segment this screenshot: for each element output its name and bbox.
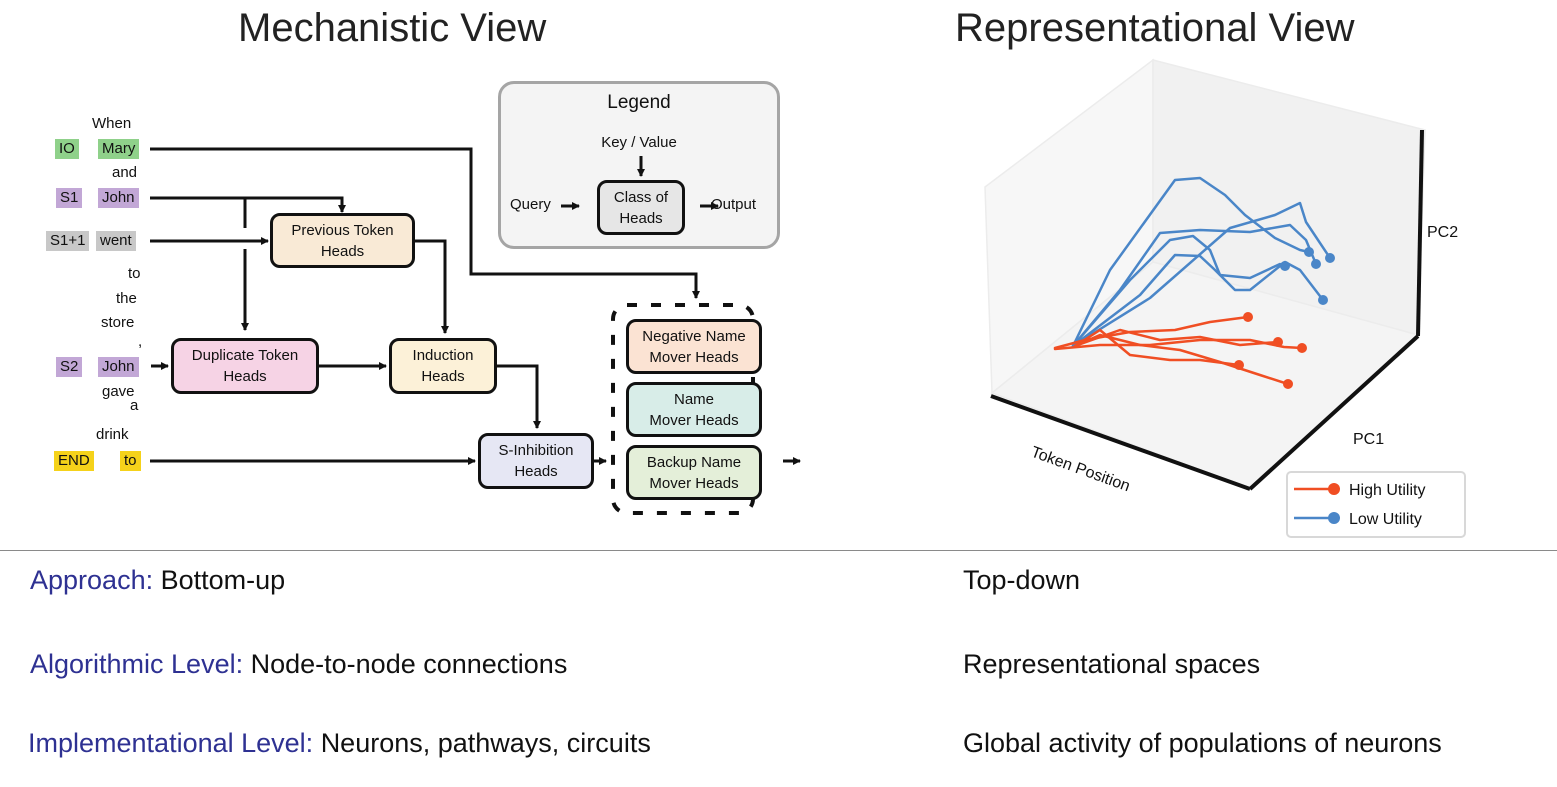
section-divider [0, 550, 1557, 551]
high-utility-trajectory [1073, 328, 1241, 367]
representational-view-title: Representational View [955, 6, 1355, 50]
token-to-end: to [120, 451, 141, 471]
legend-node-class-of-heads: Class of Heads [597, 180, 685, 235]
edge-s1-to-previous-token [150, 196, 346, 213]
node-label: Heads [320, 242, 365, 260]
axis-label-pc1: PC1 [1353, 431, 1384, 448]
token-to: to [128, 265, 141, 282]
token-comma: , [138, 333, 143, 350]
legend-key-value-label: Key / Value [601, 134, 677, 151]
token-john-s2: John [98, 357, 139, 377]
high-utility-trajectory [1053, 338, 1304, 351]
node-label: Backup Name [646, 453, 742, 471]
row-algorithmic-right: Representational spaces [963, 649, 1261, 679]
node-label: Negative Name [642, 327, 746, 345]
axis-label-pc2: PC2 [1427, 224, 1458, 241]
token-mary: Mary [98, 139, 140, 159]
row-key: Implementational Level: [28, 728, 314, 758]
low-utility-trajectory [1071, 176, 1311, 348]
node-label: Heads [514, 463, 558, 480]
node-label: Mover Heads [649, 474, 739, 492]
token-and: and [112, 164, 138, 181]
token-john-s1: John [98, 188, 139, 208]
low-utility-endpoint-marker [1325, 253, 1335, 263]
row-algorithmic-left: Algorithmic Level: Node-to-node connecti… [30, 649, 567, 680]
axis-pc1 [1248, 334, 1420, 491]
trajectories [1053, 176, 1335, 389]
legend-node-label: Class of [613, 188, 669, 206]
edge-io-to-name-movers [150, 147, 700, 299]
low-utility-trajectory [1071, 253, 1325, 348]
representational-plot: PC2 PC1 Token Position High Utility Low … [984, 58, 1466, 538]
tag-s1-plus-1: S1+1 [46, 231, 90, 251]
edge-previous-token-to-induction [414, 239, 449, 334]
high-utility-endpoint-marker [1283, 379, 1293, 389]
tag-io: IO [55, 139, 79, 159]
node-label: Previous Token [291, 221, 394, 239]
legend-low-utility-marker [1328, 512, 1340, 524]
token-went: went [96, 231, 136, 251]
node-label: Induction [412, 347, 474, 364]
low-utility-trajectory [1071, 234, 1287, 348]
high-utility-endpoint-marker [1243, 312, 1253, 322]
node-label: Mover Heads [649, 411, 739, 429]
row-key: Algorithmic Level: [30, 649, 244, 679]
high-utility-endpoint-marker [1297, 343, 1307, 353]
node-label: Heads [223, 368, 267, 385]
token-store: store [101, 314, 135, 331]
row-approach-right: Top-down [963, 565, 1081, 595]
legend-arrows [561, 156, 719, 210]
low-utility-endpoint-marker [1311, 259, 1321, 269]
edge-induction-to-s-inhibition [496, 364, 541, 429]
row-key: Approach: [30, 565, 154, 595]
high-utility-trajectory [1073, 333, 1290, 386]
legend-query-label: Query [510, 196, 551, 213]
plot-legend: High Utility Low Utility [1286, 471, 1466, 538]
node-label: Name [673, 390, 714, 408]
legend-node-label: Heads [619, 209, 663, 227]
token-gave: gave [102, 383, 135, 400]
legend-output-label: Output [711, 196, 757, 213]
token-when: When [92, 115, 132, 132]
circuit-legend: Legend Key / Value Class of Heads Query O… [498, 81, 780, 249]
low-utility-trajectory [1071, 201, 1332, 348]
row-implementational-left: Implementational Level: Neurons, pathway… [28, 728, 651, 759]
axis-token-position [990, 394, 1251, 491]
legend-low-utility-label: Low Utility [1349, 511, 1422, 528]
node-label: Heads [421, 368, 465, 385]
node-label: Mover Heads [649, 348, 739, 366]
node-label: S-Inhibition [498, 442, 574, 459]
token-drink: drink [96, 426, 129, 443]
high-utility-trajectory [1073, 328, 1280, 348]
low-utility-endpoint-marker [1318, 295, 1328, 305]
tag-end: END [54, 451, 94, 471]
token-the: the [116, 290, 137, 307]
mechanistic-view-title: Mechanistic View [238, 6, 547, 50]
node-label: Duplicate Token [191, 347, 299, 364]
axis-label-token-position: Token Position [1029, 444, 1133, 496]
tag-s1: S1 [56, 188, 83, 208]
legend-title: Legend [607, 92, 671, 113]
axis-pc2 [1416, 129, 1424, 337]
legend-high-utility-marker [1328, 483, 1340, 495]
row-value: Neurons, pathways, circuits [320, 728, 651, 758]
legend-high-utility-label: High Utility [1349, 482, 1425, 499]
tag-s2: S2 [56, 357, 83, 377]
row-value: Bottom-up [160, 565, 286, 595]
row-value: Node-to-node connections [250, 649, 568, 679]
token-a: a [130, 397, 139, 414]
row-implementational-right: Global activity of populations of neuron… [963, 728, 1442, 758]
row-approach-left: Approach: Bottom-up [30, 565, 285, 596]
